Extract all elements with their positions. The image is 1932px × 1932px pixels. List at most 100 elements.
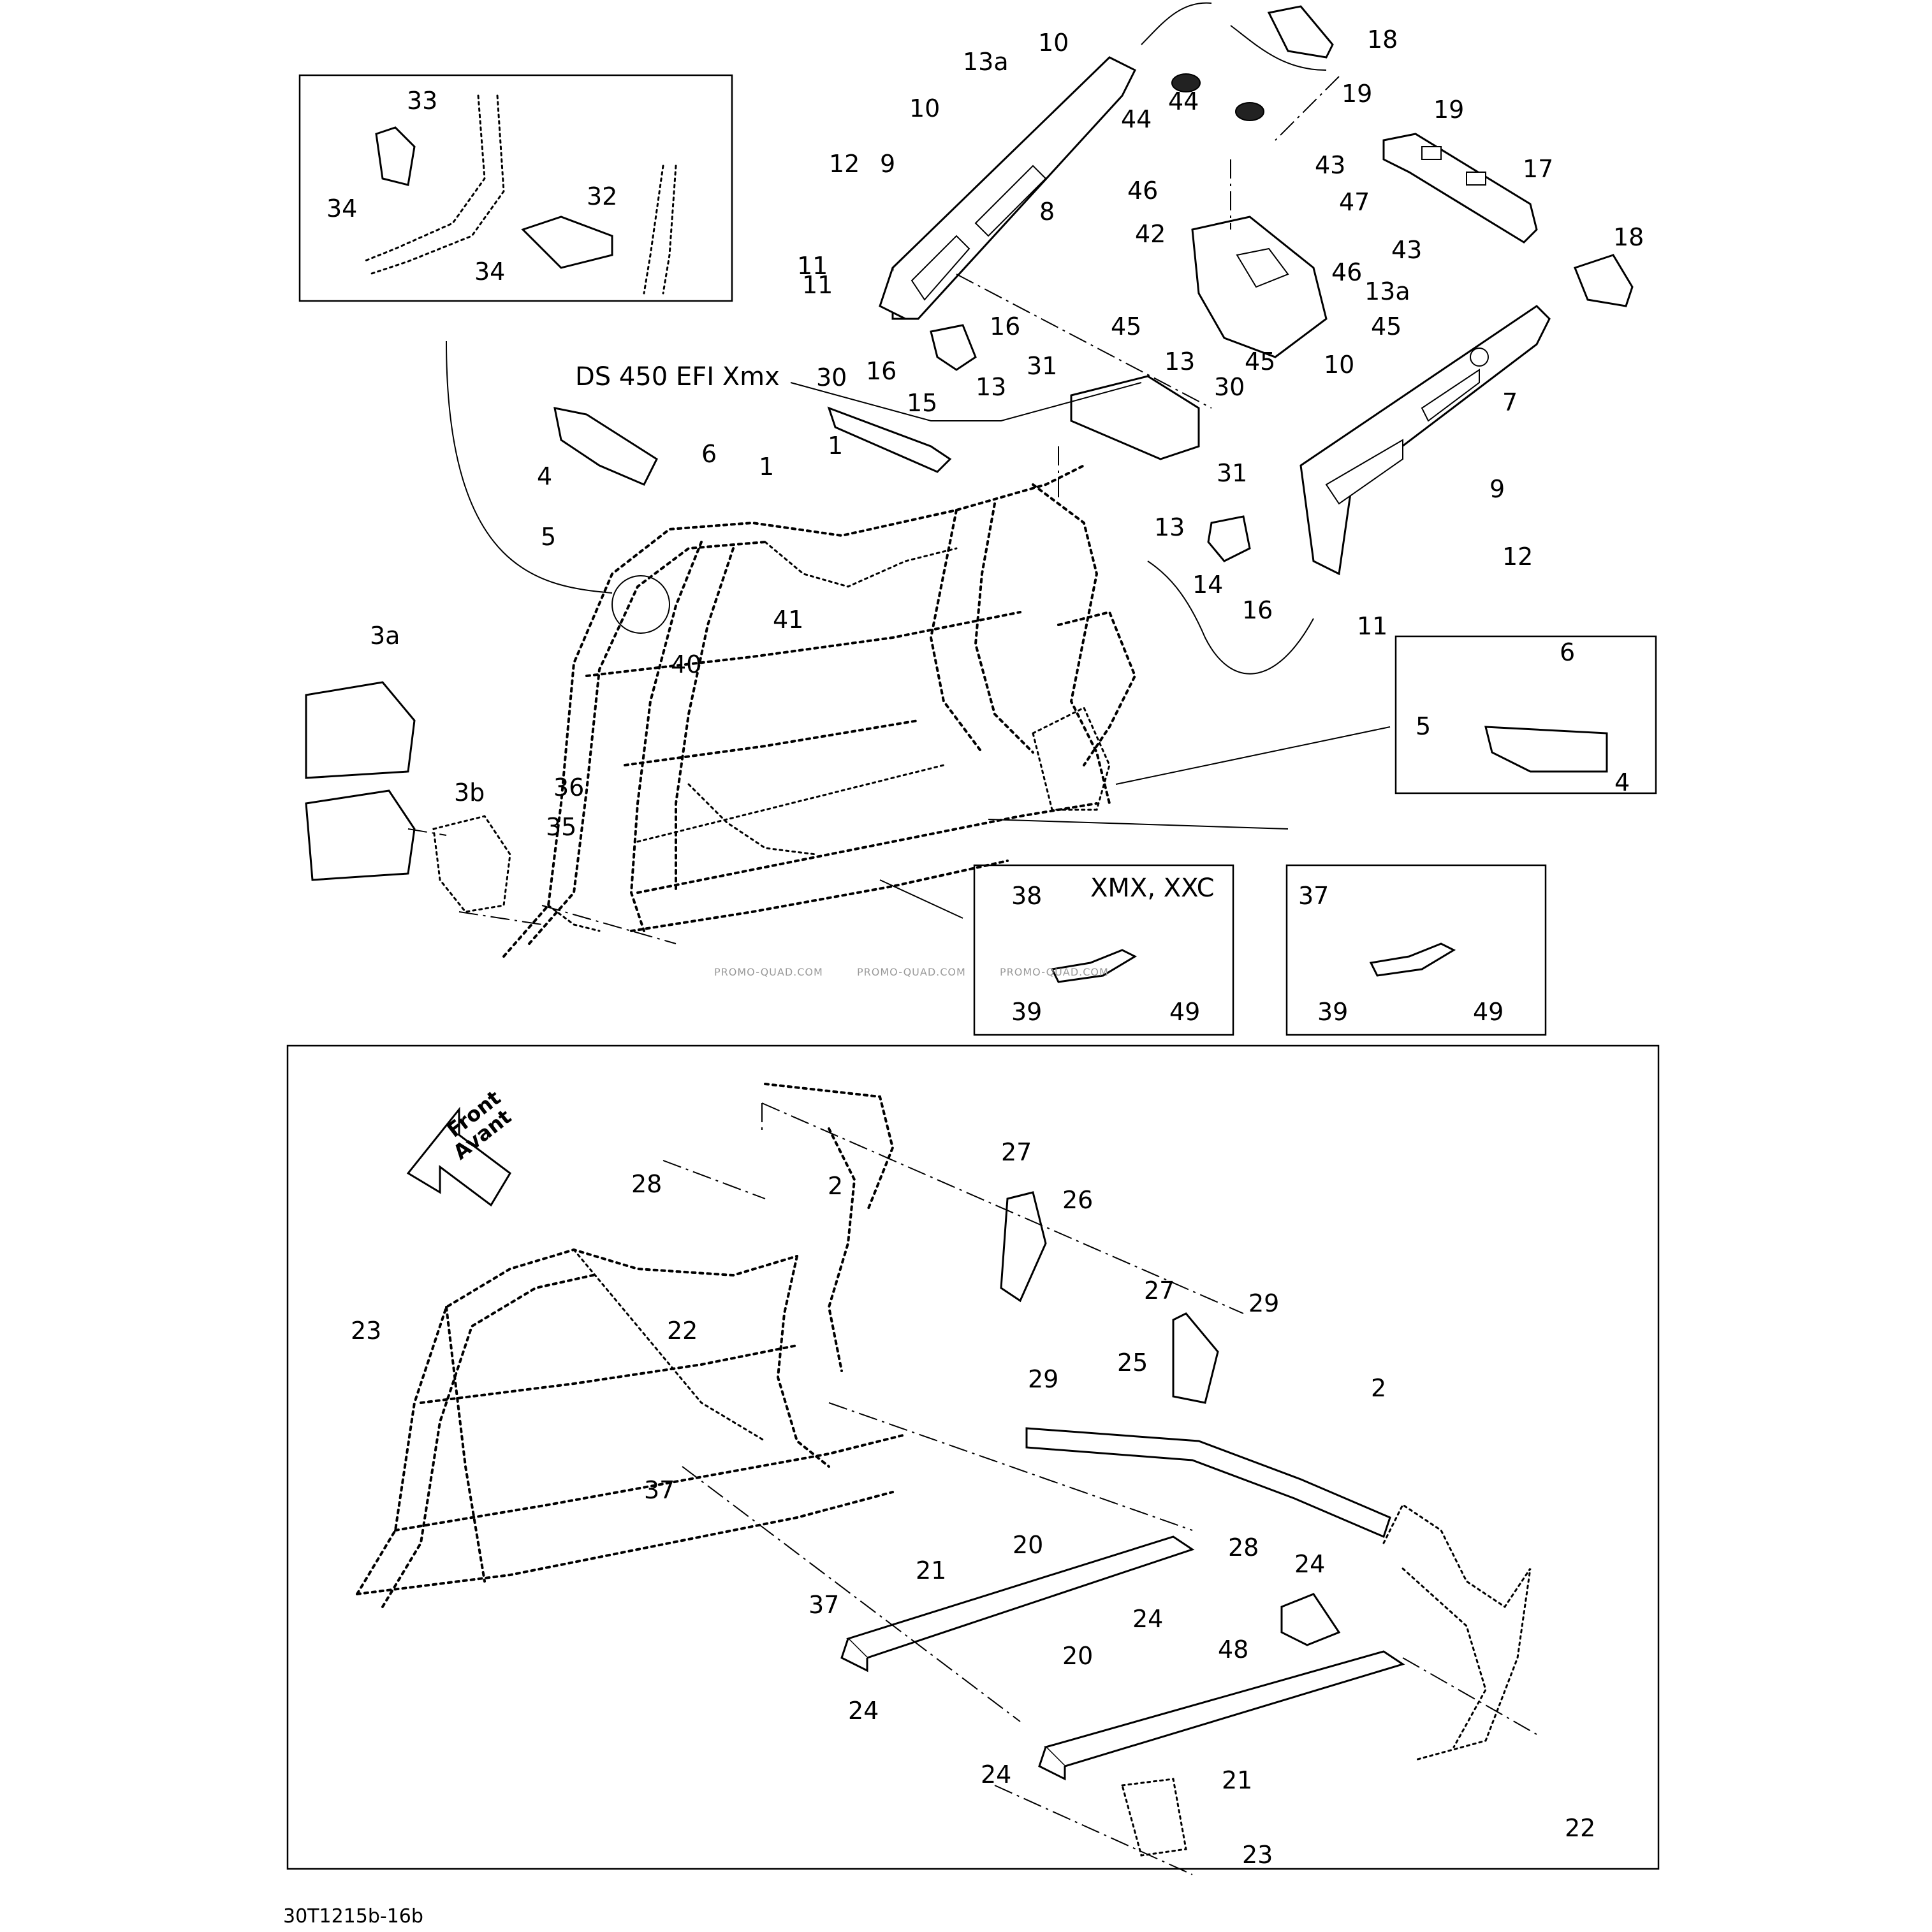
label-1: 1 xyxy=(828,432,843,460)
label-19: 19 xyxy=(1342,80,1372,108)
label-11: 11 xyxy=(802,271,833,299)
part-15-bracket xyxy=(930,324,977,371)
label-48: 48 xyxy=(1218,1636,1248,1664)
label-22: 22 xyxy=(1565,1814,1595,1842)
label-7: 7 xyxy=(1502,388,1518,416)
label-45: 45 xyxy=(1111,312,1141,340)
label-10: 10 xyxy=(1324,351,1354,379)
label-1: 1 xyxy=(759,453,774,481)
label-29: 29 xyxy=(1248,1289,1279,1317)
inset-box-bracket-detail xyxy=(298,74,733,302)
label-28: 28 xyxy=(1228,1533,1259,1562)
label-13: 13 xyxy=(976,373,1006,401)
model-variant-label: DS 450 EFI Xmx xyxy=(575,362,780,392)
label-44: 44 xyxy=(1121,105,1152,133)
watermark: PROMO-QUAD.COM xyxy=(714,966,823,978)
label-2: 2 xyxy=(828,1172,843,1200)
label-8: 8 xyxy=(1039,198,1055,226)
label-18: 18 xyxy=(1613,223,1644,251)
part-26-bracket xyxy=(1000,1191,1047,1303)
lower-frame-illustration xyxy=(356,1083,1532,1857)
label-35: 35 xyxy=(546,813,576,841)
label-6: 6 xyxy=(701,440,717,468)
label-14: 14 xyxy=(1192,571,1223,599)
label-30: 30 xyxy=(816,363,847,392)
label-18: 18 xyxy=(1367,26,1398,54)
label-38: 38 xyxy=(1011,882,1042,910)
label-13: 13 xyxy=(1164,348,1195,376)
part-4-footpeg-right xyxy=(1484,726,1608,773)
part-3b-plate xyxy=(305,789,416,881)
callout-labels: 1 1 2 2 3a 3b 4 4 5 5 6 6 7 8 9 9 10 10 … xyxy=(326,26,1644,1869)
watermark: PROMO-QUAD.COM xyxy=(857,966,966,978)
label-24: 24 xyxy=(981,1760,1011,1789)
inset-box-link-variant xyxy=(1285,864,1547,1036)
label-39: 39 xyxy=(1011,998,1042,1026)
part-18-bracket-right xyxy=(1574,254,1634,307)
label-27: 27 xyxy=(1144,1277,1175,1305)
label-10: 10 xyxy=(909,94,940,122)
label-21: 21 xyxy=(916,1556,946,1584)
label-43: 43 xyxy=(1315,151,1345,179)
part-18-bracket-top xyxy=(1267,5,1334,59)
diagram-reference: 30T1215b-16b xyxy=(283,1905,423,1928)
label-46: 46 xyxy=(1127,177,1158,205)
part-30-link xyxy=(827,406,952,473)
part-32-plate xyxy=(521,216,613,269)
label-9: 9 xyxy=(1489,475,1505,503)
label-22: 22 xyxy=(667,1317,698,1345)
label-16: 16 xyxy=(990,312,1020,340)
part-48-bracket xyxy=(1280,1593,1341,1646)
inset-box-footpeg-right xyxy=(1394,635,1657,794)
label-29: 29 xyxy=(1028,1365,1058,1393)
part-42-bracket xyxy=(1191,216,1328,358)
part-33-plate xyxy=(375,126,416,186)
label-33: 33 xyxy=(407,87,437,115)
label-36: 36 xyxy=(553,773,584,801)
label-19: 19 xyxy=(1433,96,1464,124)
label-32: 32 xyxy=(587,182,617,210)
label-24: 24 xyxy=(1132,1605,1163,1633)
label-9: 9 xyxy=(880,150,895,178)
label-3a: 3a xyxy=(370,622,400,650)
label-26: 26 xyxy=(1062,1186,1093,1214)
label-16: 16 xyxy=(866,357,896,385)
label-11: 11 xyxy=(797,252,828,280)
label-31: 31 xyxy=(1217,459,1247,487)
part-44-grommet-a xyxy=(1171,73,1201,92)
label-6: 6 xyxy=(1560,638,1575,666)
label-13a: 13a xyxy=(1365,277,1410,305)
label-27: 27 xyxy=(1001,1138,1032,1166)
front-arrow-icon xyxy=(406,1106,511,1207)
label-20: 20 xyxy=(1013,1531,1043,1559)
inset-box-lower-assembly xyxy=(286,1044,1660,1870)
label-3b: 3b xyxy=(454,779,485,807)
label-12: 12 xyxy=(1502,543,1533,571)
part-17-crossmember xyxy=(1382,133,1538,244)
label-45: 45 xyxy=(1371,312,1401,340)
inset-box-xmx-xxc xyxy=(973,864,1234,1036)
label-34: 34 xyxy=(326,194,357,223)
label-2: 2 xyxy=(1371,1374,1386,1402)
label-17: 17 xyxy=(1523,155,1553,183)
label-47: 47 xyxy=(1339,188,1370,216)
watermark: PROMO-QUAD.COM xyxy=(1000,966,1109,978)
label-23: 23 xyxy=(1242,1841,1273,1869)
label-12: 12 xyxy=(829,150,860,178)
label-23: 23 xyxy=(351,1317,381,1345)
label-40: 40 xyxy=(671,650,701,678)
part-44-grommet-b xyxy=(1235,102,1264,121)
label-42: 42 xyxy=(1135,220,1166,248)
label-37: 37 xyxy=(1298,882,1329,910)
upper-leader-lines xyxy=(407,2,1391,944)
label-24: 24 xyxy=(1294,1550,1325,1578)
label-28: 28 xyxy=(631,1170,662,1198)
label-37: 37 xyxy=(644,1476,675,1504)
label-20: 20 xyxy=(1062,1642,1093,1670)
variant-box-label: XMX, XXC xyxy=(1090,874,1215,903)
part-25-bracket xyxy=(1172,1312,1219,1404)
label-4: 4 xyxy=(1614,768,1630,796)
part-20-rail-lower xyxy=(1038,1650,1405,1781)
label-5: 5 xyxy=(541,523,556,551)
